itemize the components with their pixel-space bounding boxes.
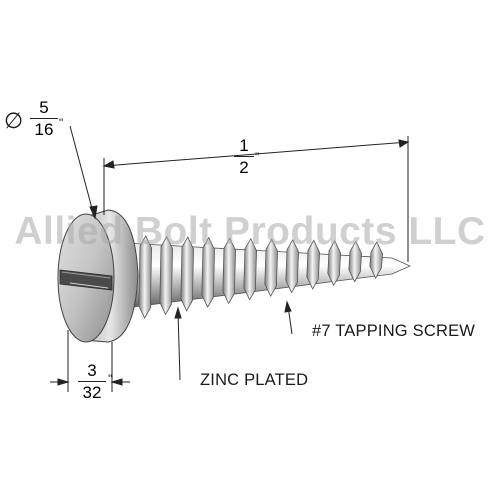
diameter-fraction: 5 16 bbox=[30, 99, 58, 138]
thread-crest bbox=[180, 236, 194, 312]
diameter-leader bbox=[69, 125, 98, 220]
thread-type-callout: #7 TAPPING SCREW bbox=[312, 322, 476, 340]
thread-type-leader bbox=[284, 300, 293, 335]
head-height-denominator: 32 bbox=[82, 383, 102, 402]
diameter-fraction-bar bbox=[30, 118, 58, 119]
screw-slot bbox=[59, 269, 113, 291]
finish-leader bbox=[174, 306, 182, 381]
length-numerator: 1 bbox=[239, 136, 249, 155]
thread-crest bbox=[369, 241, 383, 279]
length-fraction-bar bbox=[234, 156, 254, 157]
length-unit: " bbox=[255, 150, 260, 164]
head-height-numerator: 3 bbox=[87, 361, 97, 380]
thread-crest bbox=[306, 239, 320, 290]
head-height-fraction: 3 32 bbox=[78, 362, 106, 401]
thread-crest bbox=[159, 235, 173, 316]
diameter-denominator: 16 bbox=[34, 120, 54, 139]
head-height-dimension bbox=[50, 330, 130, 392]
thread-crest bbox=[243, 237, 257, 301]
diameter-symbol: ∅ bbox=[4, 108, 24, 133]
thread-crest bbox=[138, 235, 152, 319]
head-height-unit: " bbox=[108, 372, 113, 386]
diameter-unit: " bbox=[59, 116, 64, 130]
watermark: Allied Bolt Products LLC bbox=[14, 210, 486, 253]
thread-crest bbox=[201, 236, 215, 308]
thread-crest bbox=[222, 237, 236, 305]
length-denominator: 2 bbox=[239, 158, 249, 177]
screw-threads bbox=[138, 235, 383, 319]
length-fraction: 1 2 bbox=[234, 137, 254, 176]
head-height-fraction-bar bbox=[78, 381, 106, 382]
thread-crest bbox=[264, 238, 278, 298]
diameter-numerator: 5 bbox=[39, 98, 49, 117]
thread-crest bbox=[327, 240, 341, 287]
thread-crest bbox=[348, 240, 362, 283]
length-dimension bbox=[102, 136, 410, 262]
thread-crest bbox=[285, 238, 299, 294]
finish-callout: ZINC PLATED bbox=[200, 371, 309, 389]
